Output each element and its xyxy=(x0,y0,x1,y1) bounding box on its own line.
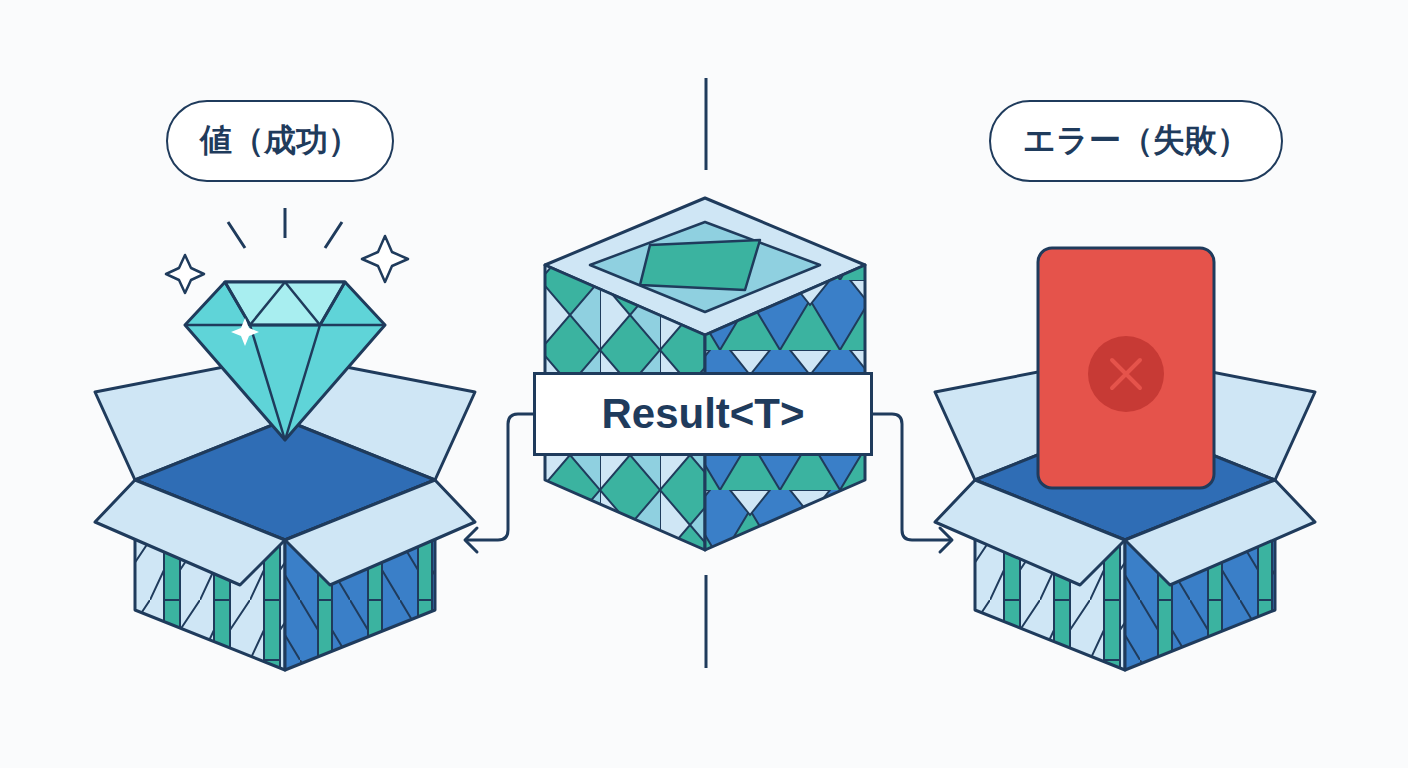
connector-arrow xyxy=(465,414,533,552)
error-box: エラー（失敗） xyxy=(952,100,1320,670)
type-label: Result<T> xyxy=(533,372,873,456)
heading-wrap: 値（成功） xyxy=(95,100,465,182)
heading-wrap: エラー（失敗） xyxy=(952,100,1320,182)
success-box: 値（成功） xyxy=(95,100,465,670)
heading-pill: 値（成功） xyxy=(166,100,394,182)
result-label: Result<T> xyxy=(533,372,873,456)
connector-arrow xyxy=(873,414,952,552)
heading-pill: エラー（失敗） xyxy=(989,100,1283,182)
